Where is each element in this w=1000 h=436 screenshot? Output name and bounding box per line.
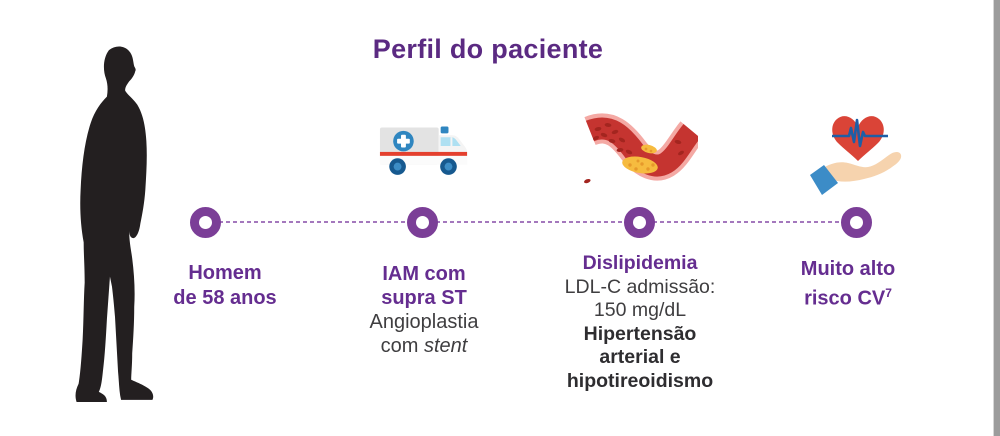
timeline-dot-3	[624, 207, 655, 238]
milestone-subtext-bold: hipotireoidismo	[566, 369, 714, 392]
milestone-iam: IAM com supra ST Angioplastia com stent	[324, 262, 524, 358]
timeline-dot-1	[190, 207, 221, 238]
milestone-label: IAM com	[382, 263, 466, 285]
milestone-dislipidemia: Dislipidemia LDL-C admissão: 150 mg/dL H…	[532, 252, 748, 393]
subtext-prefix: com	[380, 335, 424, 357]
timeline-dot-4	[841, 207, 872, 238]
scrollbar[interactable]	[993, 0, 1000, 436]
artery-icon	[584, 113, 698, 184]
heart-in-hand-icon	[810, 116, 902, 195]
page-title: Perfil do paciente	[372, 34, 604, 64]
milestone-homem: Homem de 58 anos	[125, 261, 325, 311]
milestone-label: Homem	[188, 262, 262, 284]
milestone-label: risco CV7	[748, 281, 948, 311]
reference-superscript: 7	[885, 286, 892, 300]
ambulance-icon	[379, 126, 468, 175]
milestone-subtext: 150 mg/dL	[593, 299, 687, 321]
milestone-label: supra ST	[381, 287, 467, 309]
milestone-label-text: risco CV	[804, 287, 886, 310]
milestone-risco-cv: Muito alto risco CV7	[748, 257, 948, 311]
milestone-subtext: com stent	[324, 334, 524, 358]
milestone-label: de 58 anos	[173, 287, 277, 309]
man-silhouette	[75, 46, 154, 402]
milestone-label: Muito alto	[800, 258, 896, 280]
milestone-subtext-bold: Hipertensão	[583, 322, 697, 345]
milestone-label: Dislipidemia	[582, 252, 698, 274]
subtext-italic: stent	[423, 335, 468, 357]
milestone-subtext-bold: arterial e	[599, 346, 681, 368]
milestone-subtext: LDL-C admissão:	[564, 275, 716, 298]
timeline-dashed-line	[205, 221, 857, 223]
milestone-subtext: Angioplastia	[369, 311, 479, 333]
timeline-dot-2	[407, 207, 438, 238]
